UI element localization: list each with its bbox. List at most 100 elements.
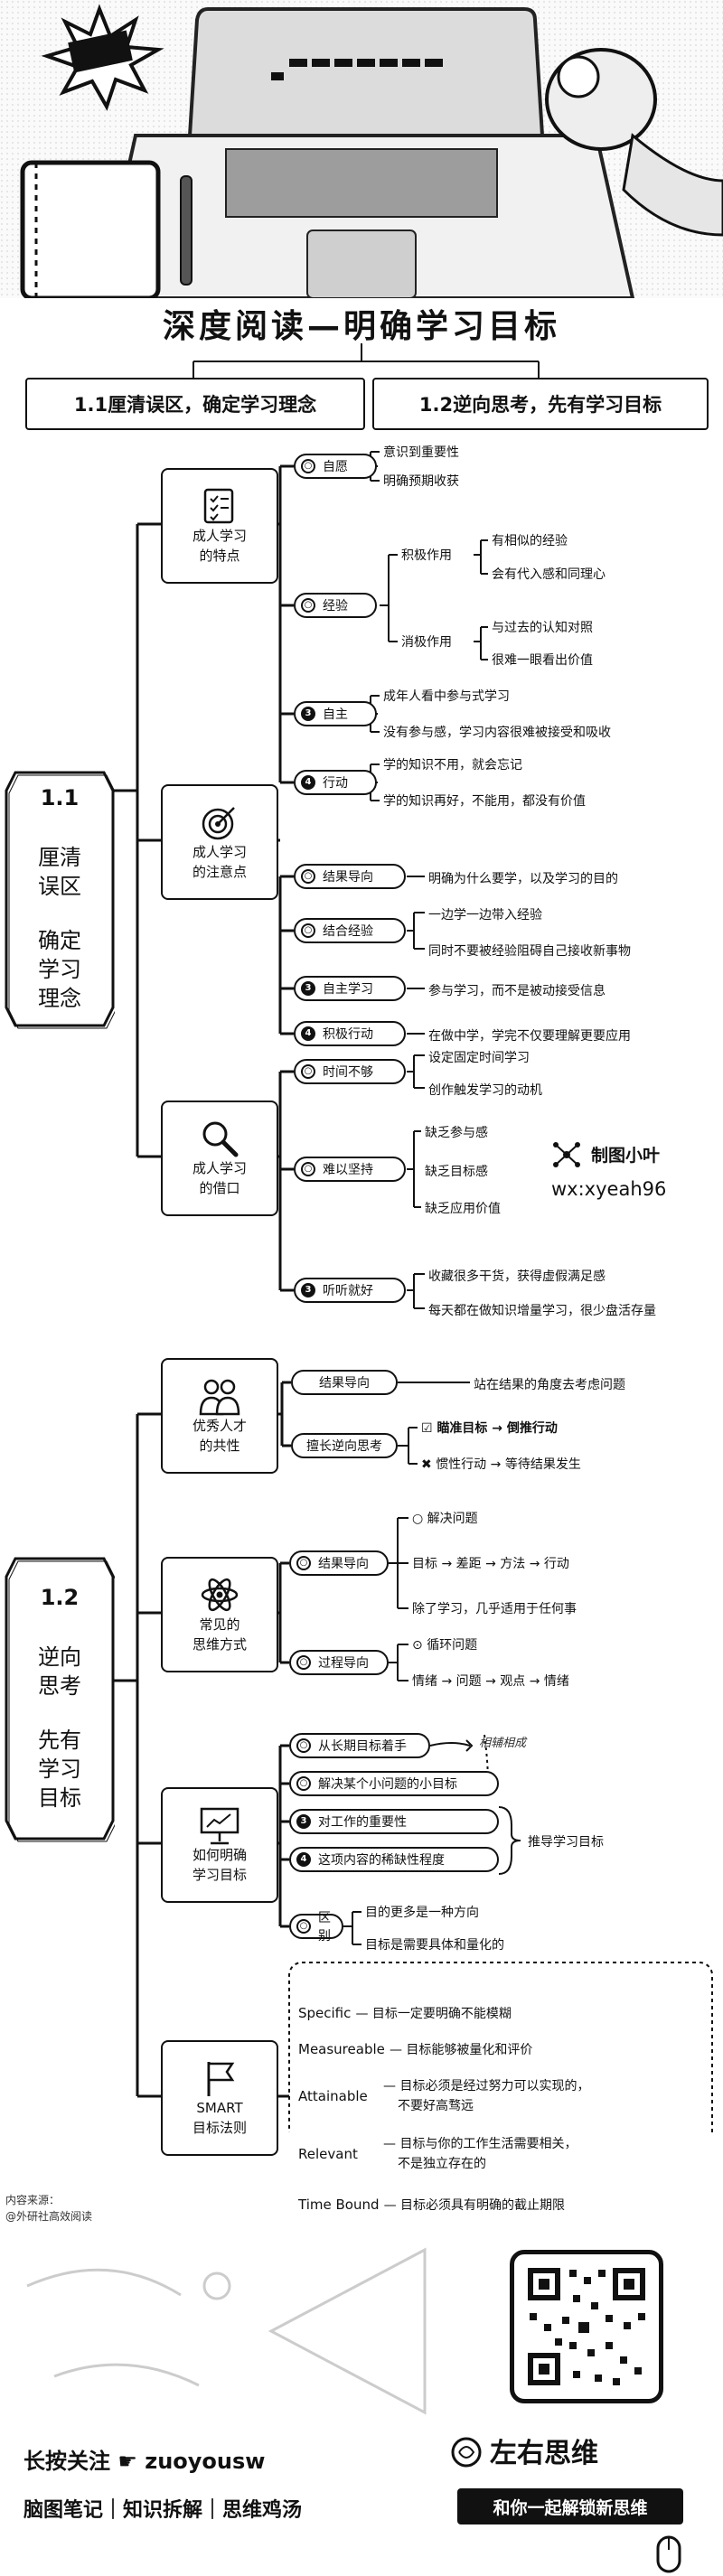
leaf: 目的更多是一种方向	[365, 1906, 479, 1920]
qr-code[interactable]	[510, 2250, 663, 2403]
smart-key: Specific	[298, 2005, 352, 2021]
section2-line-4: 学习	[38, 1756, 81, 1782]
loop-icon: ⊙	[412, 1638, 427, 1653]
watermark: 制图小叶 wx:xyeah96	[551, 1138, 678, 1211]
leaf: 缺乏目标感	[425, 1165, 488, 1179]
branch-action: 4 行动	[294, 770, 377, 795]
watermark-wx: wx:xyeah96	[551, 1178, 667, 1200]
branch-label: 结合经验	[323, 924, 373, 939]
branch-result-oriented-2: 结果导向	[291, 1370, 398, 1395]
smart-key: Measureable	[298, 2041, 385, 2057]
footer-tags: 脑图笔记｜知识拆解｜思维鸡汤	[23, 2499, 303, 2522]
group-label: 积极作用	[401, 548, 452, 563]
marker-number-icon: 4	[301, 775, 315, 790]
branch-label: 擅长逆向思考	[306, 1439, 382, 1454]
section2-hexagon: 1.2 逆向 思考 先有 学习 目标	[5, 1550, 115, 1848]
marker-number-icon: 3	[301, 707, 315, 721]
qr-code-icon	[528, 2268, 645, 2385]
branch-label: 难以坚持	[323, 1163, 373, 1177]
leaf: 明确为什么要学，以及学习的目的	[428, 872, 618, 886]
title-connector	[192, 343, 540, 378]
leaf: 学的知识不用，就会忘记	[383, 758, 522, 773]
category-label-6b: 学习目标	[192, 1867, 247, 1883]
notebook-icon	[20, 160, 161, 298]
branch-work-importance: 3 对工作的重要性	[289, 1809, 499, 1834]
footer-account: zuoyousw	[145, 2449, 266, 2474]
circle-icon: ○	[412, 1512, 427, 1526]
marker-circle-icon: ○	[301, 1064, 315, 1079]
category-label-4a: 优秀人才	[192, 1418, 247, 1434]
branch-result-oriented: ○ 结果导向	[294, 864, 406, 889]
leaf: ⊙ 循环问题	[412, 1635, 477, 1653]
leaf: 意识到重要性	[383, 445, 459, 460]
smart-desc: — 目标必须是经过努力可以实现的，	[383, 2079, 590, 2094]
smart-desc: — 目标必须具有明确的截止期限	[383, 2198, 566, 2213]
branch-no-time: ○ 时间不够	[294, 1059, 406, 1084]
leaf: ○ 解决问题	[412, 1509, 478, 1527]
branch-label: 自愿	[323, 460, 348, 474]
branch-hard-to-persist: ○ 难以坚持	[294, 1157, 406, 1182]
branch-label: 时间不够	[323, 1065, 373, 1080]
smart-desc: — 目标一定要明确不能模糊	[355, 2007, 512, 2021]
marker-number-icon: 4	[301, 1026, 315, 1041]
leaf: 学的知识再好，不能用，都没有价值	[383, 794, 586, 809]
branch-long-term-goal: ○ 从长期目标着手	[289, 1733, 430, 1758]
category-clarify-goal: 如何明确 学习目标	[161, 1787, 278, 1903]
smart-row-attainable: Attainable	[298, 2087, 368, 2104]
smart-row-measurable: Measureable — 目标能够被量化和评价	[298, 2040, 705, 2058]
category-adult-learning-notes: 成人学习 的注意点	[161, 784, 278, 900]
coffee-cup-icon	[545, 48, 657, 151]
smart-row-time-bound: Time Bound — 目标必须具有明确的截止期限	[298, 2196, 705, 2214]
category-label-5b: 思维方式	[192, 1636, 247, 1653]
leaf-text: 解决问题	[427, 1512, 478, 1526]
mindmap-connectors	[113, 451, 713, 2132]
footer-follow-label: 长按关注	[23, 2449, 110, 2474]
category-label-4b: 的共性	[199, 1438, 240, 1454]
marker-circle-icon: ○	[301, 459, 315, 473]
source-label: 内容来源：	[5, 2194, 61, 2206]
leaf: ✖ 惯性行动 → 等待结果发生	[421, 1455, 581, 1473]
marker-number-icon: 3	[296, 1814, 311, 1829]
leaf: 参与学习，而不是被动接受信息	[428, 984, 606, 998]
leaf: 创作触发学习的动机	[428, 1083, 542, 1098]
branch-small-goal: ○ 解决某个小问题的小目标	[289, 1771, 499, 1796]
leaf: 缺乏参与感	[425, 1126, 488, 1140]
section2-line-3: 先有	[38, 1728, 81, 1753]
marker-circle-icon: ○	[301, 923, 315, 938]
target-icon	[202, 807, 235, 840]
branch-label: 积极行动	[323, 1027, 373, 1042]
branch-active-action: 4 积极行动	[294, 1021, 406, 1046]
branch-label: 结果导向	[318, 1557, 369, 1571]
smart-desc: 不是独立存在的	[398, 2157, 486, 2171]
leaf: 在做中学，学完不仅要理解更要应用	[428, 1029, 631, 1044]
marker-circle-icon: ○	[296, 1738, 311, 1753]
desk-illustration	[0, 0, 723, 298]
smart-row-specific: Specific — 目标一定要明确不能模糊	[298, 2004, 705, 2022]
note-complementary: 相辅相成	[479, 1737, 527, 1750]
marker-number-icon: 4	[296, 1852, 311, 1867]
smart-desc: — 目标与你的工作生活需要相关，	[383, 2137, 577, 2151]
branch-label: 行动	[323, 776, 348, 791]
watermark-brand: 制图小叶	[591, 1146, 661, 1166]
marker-circle-icon: ○	[296, 1655, 311, 1670]
branch-label: 这项内容的稀缺性程度	[318, 1853, 445, 1868]
page-title: 深度阅读—明确学习目标	[162, 308, 560, 345]
category-smart: SMART 目标法则	[161, 2040, 278, 2156]
branch-label: 区别	[318, 1911, 331, 1944]
leaf: 缺乏应用价值	[425, 1202, 501, 1216]
leaf: 目标 → 差距 → 方法 → 行动	[412, 1557, 569, 1571]
branch-just-listen: 3 听听就好	[294, 1278, 406, 1303]
branch-scarcity: 4 这项内容的稀缺性程度	[289, 1847, 499, 1872]
leaf-text: 循环问题	[427, 1638, 478, 1653]
section1-hexagon: 1.1 厘清 误区 确定 学习 理念	[5, 754, 115, 1044]
category-label-5a: 常见的	[199, 1616, 240, 1633]
branch-result-thinking: ○ 结果导向	[289, 1550, 389, 1576]
category-label-1b: 的特点	[199, 548, 240, 564]
leaf: 一边学一边带入经验	[428, 908, 542, 923]
category-adult-learning-traits: 成人学习 的特点	[161, 468, 278, 584]
leaf: 站在结果的角度去考虑问题	[474, 1378, 625, 1392]
leaf-text: 瞄准目标 → 倒推行动	[437, 1421, 558, 1436]
marker-circle-icon: ○	[296, 1919, 311, 1934]
branch-combine-experience: ○ 结合经验	[294, 918, 406, 943]
smart-key: Attainable	[298, 2088, 368, 2104]
